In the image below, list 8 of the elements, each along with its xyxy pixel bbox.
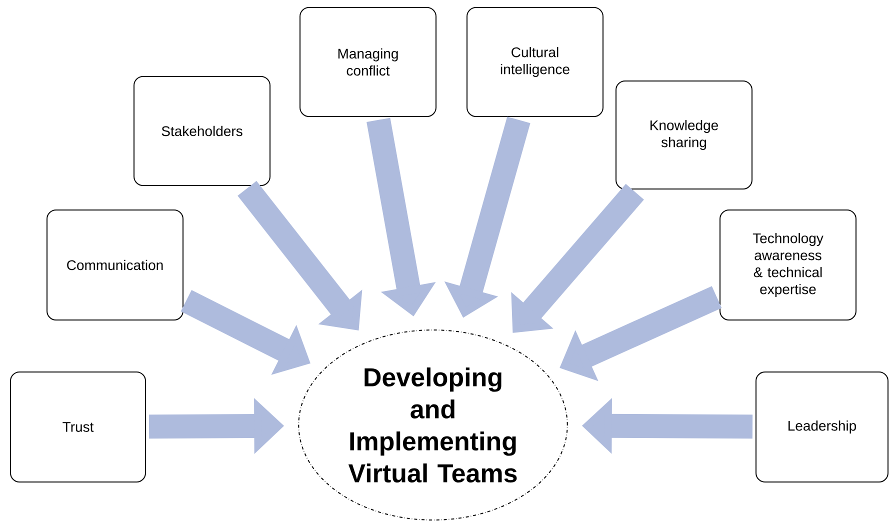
topic-box: Managing conflict bbox=[300, 7, 436, 117]
topic-box: Leadership bbox=[756, 372, 888, 482]
topic-box: Knowledge sharing bbox=[616, 80, 752, 190]
topic-box: Communication bbox=[46, 210, 184, 320]
topic-box: Stakeholders bbox=[134, 76, 270, 186]
topic-box: Trust bbox=[10, 372, 146, 482]
topic-box: Technology awareness & technical expertise bbox=[720, 210, 856, 320]
topic-box: Cultural intelligence bbox=[466, 7, 604, 117]
